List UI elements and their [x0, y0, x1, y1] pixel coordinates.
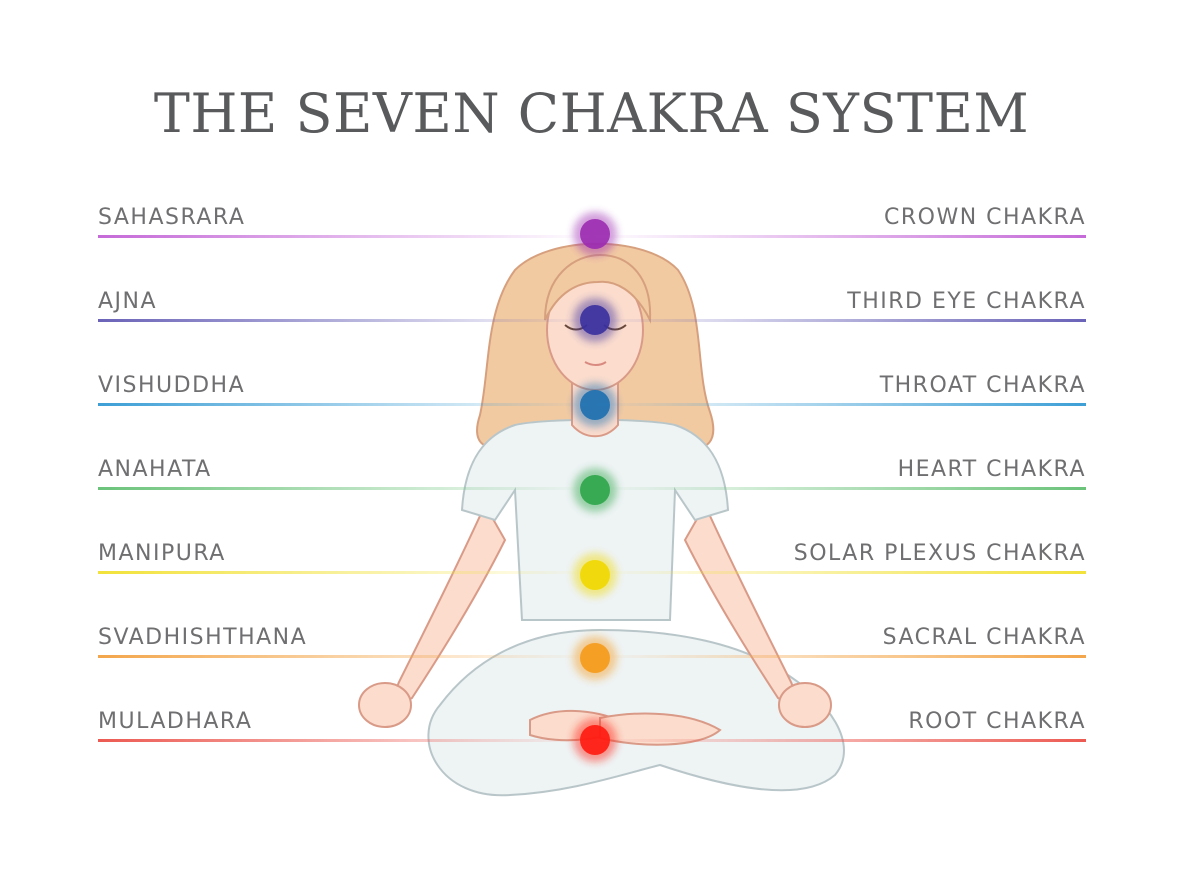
chakra-row: MANIPURA SOLAR PLEXUS CHAKRA	[98, 541, 1086, 574]
meditating-woman-illustration	[358, 212, 845, 797]
chakra-line-right	[592, 235, 1086, 238]
chakra-row: SVADHISHTHANA SACRAL CHAKRA	[98, 625, 1086, 658]
chakra-line-right	[592, 571, 1086, 574]
chakra-row: AJNA THIRD EYE CHAKRA	[98, 289, 1086, 322]
chakra-line-right	[592, 739, 1086, 742]
chakra-dot	[580, 475, 610, 505]
chakra-line-left	[98, 655, 592, 658]
chakra-row: SAHASRARA CROWN CHAKRA	[98, 205, 1086, 238]
chakra-english-name: SACRAL CHAKRA	[882, 625, 1086, 650]
chakra-line-left	[98, 487, 592, 490]
pants	[427, 628, 845, 797]
chakra-dot	[580, 560, 610, 590]
chakra-sanskrit-name: ANAHATA	[98, 457, 212, 482]
chakra-line-right	[592, 403, 1086, 406]
chakra-line-right	[592, 319, 1086, 322]
chakra-dot	[580, 219, 610, 249]
hair-front	[544, 253, 652, 324]
chakra-line-right	[592, 487, 1086, 490]
chakra-english-name: THIRD EYE CHAKRA	[847, 289, 1086, 314]
chakra-sanskrit-name: SAHASRARA	[98, 205, 246, 230]
chakra-sanskrit-name: MANIPURA	[98, 541, 226, 566]
page-title: THE SEVEN CHAKRA SYSTEM	[153, 82, 1030, 145]
chakra-line-left	[98, 571, 592, 574]
chakra-sanskrit-name: SVADHISHTHANA	[98, 625, 308, 650]
chakra-line-right	[592, 655, 1086, 658]
chakra-row: ANAHATA HEART CHAKRA	[98, 457, 1086, 490]
chakra-line-left	[98, 235, 592, 238]
right-hand	[778, 682, 832, 728]
chakra-english-name: HEART CHAKRA	[897, 457, 1086, 482]
chakra-sanskrit-name: AJNA	[98, 289, 158, 314]
chakra-sanskrit-name: VISHUDDHA	[98, 373, 246, 398]
chakra-row: MULADHARA ROOT CHAKRA	[98, 709, 1086, 742]
left-hand	[358, 682, 412, 728]
mouth	[584, 361, 607, 366]
chakra-line-left	[98, 403, 592, 406]
chakra-line-left	[98, 739, 592, 742]
chakra-english-name: THROAT CHAKRA	[879, 373, 1086, 398]
chakra-line-left	[98, 319, 592, 322]
right-foot	[599, 712, 722, 746]
chakra-english-name: ROOT CHAKRA	[908, 709, 1086, 734]
chakra-dot	[580, 643, 610, 673]
chakra-row: VISHUDDHA THROAT CHAKRA	[98, 373, 1086, 406]
chakra-sanskrit-name: MULADHARA	[98, 709, 253, 734]
chakra-english-name: SOLAR PLEXUS CHAKRA	[793, 541, 1086, 566]
chakra-english-name: CROWN CHAKRA	[884, 205, 1086, 230]
